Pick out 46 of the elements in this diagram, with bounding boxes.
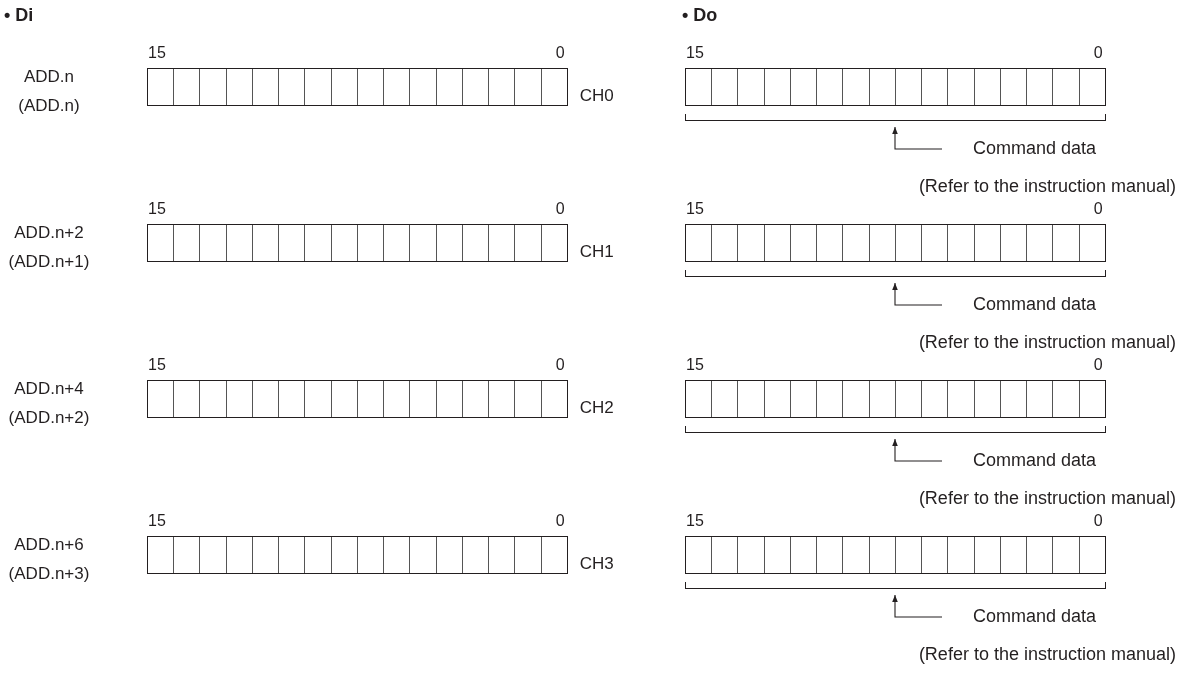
bit-register xyxy=(147,224,568,262)
leader-arrow xyxy=(892,438,943,462)
section-heading: • Do xyxy=(682,4,718,26)
bit-number: 0 xyxy=(555,44,565,62)
bit-number: 0 xyxy=(555,200,565,218)
bit-register xyxy=(147,380,568,418)
bit-number: 15 xyxy=(686,512,704,530)
bit-number: 15 xyxy=(686,200,704,218)
bit-number: 15 xyxy=(686,356,704,374)
address-label: ADD.n (ADD.n) xyxy=(17,66,81,117)
channel-label: CH3 xyxy=(579,554,614,574)
bit-register-with-bracket xyxy=(685,536,1106,589)
callout-text: (Refer to the instruction manual) xyxy=(918,175,1176,197)
bit-register-with-bracket xyxy=(685,380,1106,433)
bit-register-with-bracket xyxy=(685,224,1106,277)
bit-number: 15 xyxy=(148,512,166,530)
bit-number: 0 xyxy=(1093,200,1103,218)
leader-arrow xyxy=(892,282,943,306)
address-label: ADD.n+4 (ADD.n+2) xyxy=(7,378,91,429)
bit-register xyxy=(147,68,568,106)
channel-label: CH0 xyxy=(579,86,614,106)
bit-number: 0 xyxy=(555,356,565,374)
callout-text: Command data xyxy=(972,449,1096,471)
bit-number: 15 xyxy=(686,44,704,62)
leader-arrow xyxy=(892,126,943,150)
bit-number: 0 xyxy=(1093,356,1103,374)
bit-number: 0 xyxy=(555,512,565,530)
address-label: ADD.n+6 (ADD.n+3) xyxy=(7,534,91,585)
section-heading: • Di xyxy=(4,4,34,26)
callout-text: Command data xyxy=(972,137,1096,159)
address-label: ADD.n+2 (ADD.n+1) xyxy=(7,222,91,273)
bit-number: 0 xyxy=(1093,512,1103,530)
callout-text: Command data xyxy=(972,293,1096,315)
bit-number: 15 xyxy=(148,356,166,374)
bit-number: 15 xyxy=(148,200,166,218)
callout-text: (Refer to the instruction manual) xyxy=(918,643,1176,665)
bit-number: 15 xyxy=(148,44,166,62)
bit-number: 0 xyxy=(1093,44,1103,62)
callout-text: Command data xyxy=(972,605,1096,627)
bit-register xyxy=(147,536,568,574)
callout-text: (Refer to the instruction manual) xyxy=(918,487,1176,509)
callout-text: (Refer to the instruction manual) xyxy=(918,331,1176,353)
bit-register-with-bracket xyxy=(685,68,1106,121)
leader-arrow xyxy=(892,594,943,618)
channel-label: CH1 xyxy=(579,242,614,262)
channel-label: CH2 xyxy=(579,398,614,418)
